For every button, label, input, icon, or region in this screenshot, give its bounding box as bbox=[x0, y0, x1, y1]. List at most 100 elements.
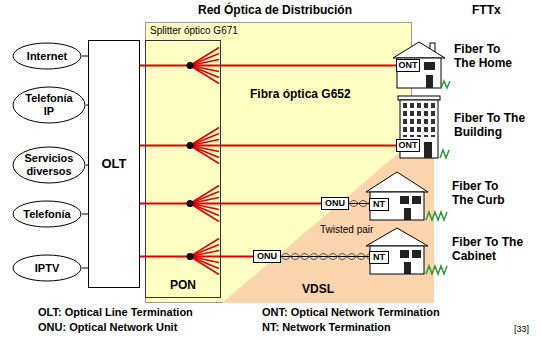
curb-house-part bbox=[404, 208, 411, 220]
abbreviation-note: ONU: Optical Network Unit bbox=[38, 321, 177, 334]
diagram-tag: FTTx bbox=[472, 4, 501, 18]
oval-shape bbox=[13, 255, 81, 281]
vdsl-area-shape bbox=[222, 145, 434, 303]
service-oval: Servicios diversos bbox=[12, 146, 86, 184]
splitter-branch bbox=[190, 245, 219, 257]
node-label: ONT bbox=[399, 140, 418, 150]
cabinet-house-part bbox=[400, 250, 409, 258]
splitter-branch bbox=[190, 198, 219, 204]
splitter-branch bbox=[190, 140, 219, 146]
access-type-label: Fiber To The Home bbox=[454, 43, 516, 71]
home-house-part bbox=[424, 62, 435, 70]
node-label: ONU bbox=[257, 251, 277, 261]
splitter-label: Splitter óptico G671 bbox=[150, 25, 238, 37]
node-label: IPTV bbox=[35, 262, 59, 275]
access-type-label: Fiber To The Curb bbox=[452, 180, 518, 208]
service-oval: Internet bbox=[12, 42, 82, 70]
twisted-strand bbox=[281, 254, 369, 260]
service-link bbox=[86, 105, 88, 106]
splitter-branch bbox=[190, 146, 219, 152]
building bbox=[398, 96, 449, 158]
splitter-branch bbox=[190, 66, 219, 78]
splitter-branch bbox=[190, 134, 219, 146]
node-label: Fibra óptica G652 bbox=[250, 88, 351, 102]
twisted-strand bbox=[349, 201, 369, 207]
curb-house-part bbox=[412, 196, 421, 204]
node-label: VDSL bbox=[302, 283, 334, 297]
service-link bbox=[82, 214, 88, 215]
node-label: ONT bbox=[399, 60, 418, 70]
splitter-dot bbox=[187, 142, 194, 149]
node-label: NT bbox=[373, 199, 385, 209]
service-oval: IPTV bbox=[12, 254, 82, 282]
splitter-branch bbox=[190, 66, 219, 84]
fiber-link bbox=[140, 65, 396, 67]
oval-shape bbox=[13, 87, 85, 123]
cabinet-house-part bbox=[404, 262, 411, 274]
diagram-title: Red Óptica de Distribución bbox=[198, 4, 352, 18]
node-label: OLT bbox=[101, 157, 126, 172]
abbreviation-note: ONT: Optical Network Termination bbox=[262, 306, 440, 319]
splitter-branch bbox=[190, 60, 219, 66]
twisted-pair-link bbox=[281, 256, 369, 257]
splitter-branch bbox=[190, 146, 219, 158]
twisted-strand bbox=[349, 201, 369, 207]
terminal-box: NT bbox=[369, 251, 389, 264]
building-part bbox=[401, 101, 437, 137]
splitter-branch bbox=[190, 54, 219, 66]
curb-house-part bbox=[400, 196, 409, 204]
reference-number: [33] bbox=[514, 324, 529, 334]
splitter-branch bbox=[190, 192, 219, 204]
node-label: Telefonía IP bbox=[21, 92, 77, 117]
cabinet-house-part bbox=[370, 246, 424, 274]
splitter-dot bbox=[187, 253, 194, 260]
abbreviation-note: OLT: Optical Line Termination bbox=[38, 306, 193, 319]
splitter-branch bbox=[190, 204, 219, 216]
oval-shape bbox=[13, 201, 81, 227]
building-part bbox=[398, 96, 440, 100]
twisted-strand bbox=[281, 254, 369, 260]
cabinet-house-part bbox=[412, 250, 421, 258]
terminal-box: ONU bbox=[321, 197, 349, 210]
splitter-branch bbox=[190, 204, 219, 210]
service-link bbox=[82, 268, 88, 269]
splitter-branch bbox=[190, 186, 219, 204]
abbreviation-note: NT: Network Termination bbox=[262, 321, 391, 334]
splitter-branch bbox=[190, 128, 219, 146]
splitter-branch bbox=[190, 239, 219, 257]
splitter-branch bbox=[190, 257, 219, 275]
fiber-link bbox=[140, 145, 396, 147]
splitter-branch bbox=[190, 48, 219, 66]
olt-box: OLT bbox=[88, 40, 140, 288]
home-house-part bbox=[397, 58, 441, 88]
splitter-branch bbox=[190, 251, 219, 257]
oval-shape bbox=[13, 147, 85, 183]
splitter-dot bbox=[187, 62, 194, 69]
service-link bbox=[86, 165, 88, 166]
splitter-branch bbox=[190, 204, 219, 222]
splitter-branch bbox=[190, 257, 219, 269]
service-link bbox=[82, 56, 88, 57]
building-part bbox=[424, 142, 432, 158]
cable-label: Twisted pair bbox=[320, 224, 373, 236]
node-label: NT bbox=[373, 252, 385, 262]
fiber-link bbox=[140, 203, 321, 205]
terminal-box: NT bbox=[369, 198, 389, 211]
terminal-box: ONT bbox=[396, 139, 420, 152]
home-house-part bbox=[441, 81, 450, 88]
splitter-dot bbox=[187, 200, 194, 207]
access-type-label: Fiber To The Cabinet bbox=[452, 236, 534, 264]
curb-house-part bbox=[370, 192, 424, 220]
fiber-link bbox=[140, 256, 253, 258]
pon-box: Splitter óptico G671PON bbox=[145, 40, 221, 298]
terminal-box: ONT bbox=[396, 59, 420, 72]
oval-shape bbox=[13, 43, 81, 69]
splitter-branch bbox=[190, 146, 219, 164]
node-label: Internet bbox=[27, 50, 67, 63]
node-label: ONU bbox=[325, 198, 345, 208]
splitter-branch bbox=[190, 257, 219, 263]
building-part bbox=[440, 150, 449, 158]
access-type-label: Fiber To The Building bbox=[454, 112, 532, 140]
splitter-branch bbox=[190, 66, 219, 72]
